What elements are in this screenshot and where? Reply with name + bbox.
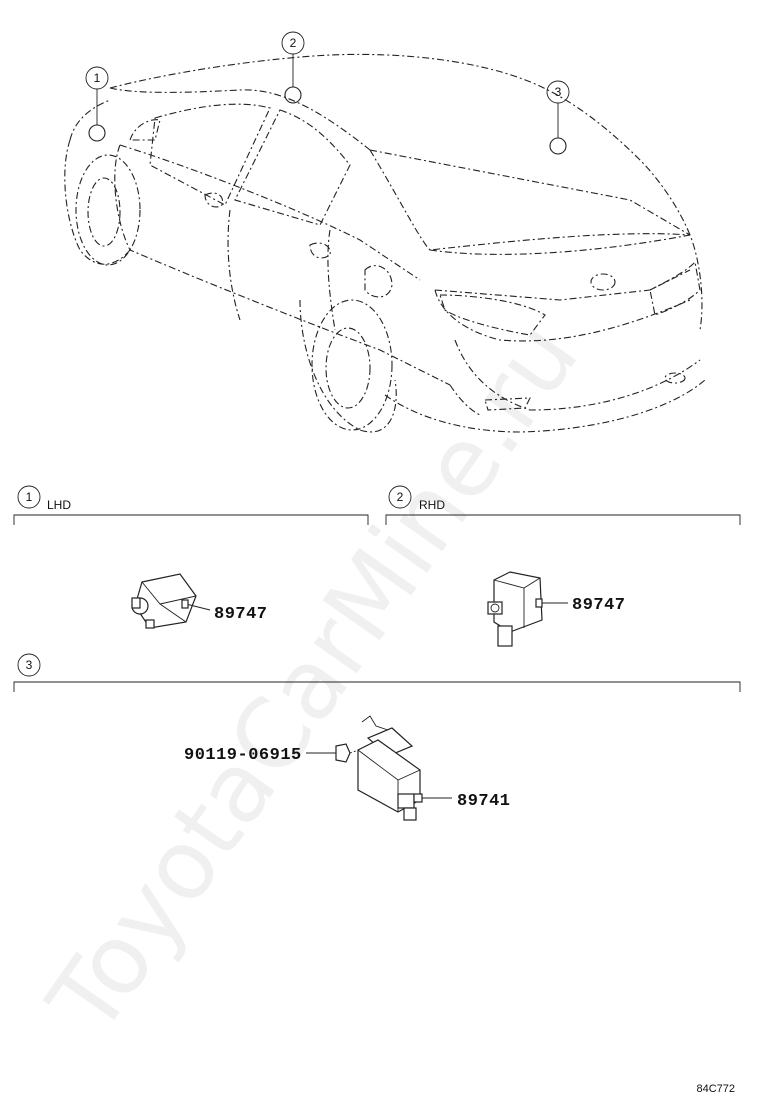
watermark: ToyotaCarMine.ru [27, 302, 600, 1054]
callout-3: 3 [546, 80, 570, 155]
section-1-number: 1 [26, 490, 33, 504]
sensor-89747-rhd [487, 571, 568, 647]
section-2-label: RHD [419, 498, 445, 512]
car-illustration [64, 53, 706, 433]
part-number-90119-06915: 90119-06915 [184, 746, 302, 765]
bolt-90119-06915 [306, 743, 363, 763]
callout-2: 2 [281, 31, 305, 104]
part-number-89741: 89741 [457, 792, 511, 811]
callout-1-number: 1 [94, 71, 101, 85]
callout-1: 1 [85, 66, 109, 142]
section-3-number: 3 [26, 658, 33, 672]
module-89741 [357, 715, 452, 821]
part-number-89747-lhd: 89747 [214, 605, 268, 624]
section-2-number: 2 [397, 490, 404, 504]
callout-3-number: 3 [555, 85, 562, 99]
part-number-89747-rhd: 89747 [572, 596, 626, 615]
section-1-label: LHD [47, 498, 71, 512]
callout-2-number: 2 [290, 36, 297, 50]
figure-code: 84C772 [696, 1083, 735, 1095]
section-1: 1 LHD 89747 [13, 485, 369, 629]
sensor-89747-lhd [131, 573, 211, 629]
section-3: 3 90119-06915 89741 [13, 653, 741, 821]
section-2: 2 RHD 89747 [385, 485, 741, 647]
